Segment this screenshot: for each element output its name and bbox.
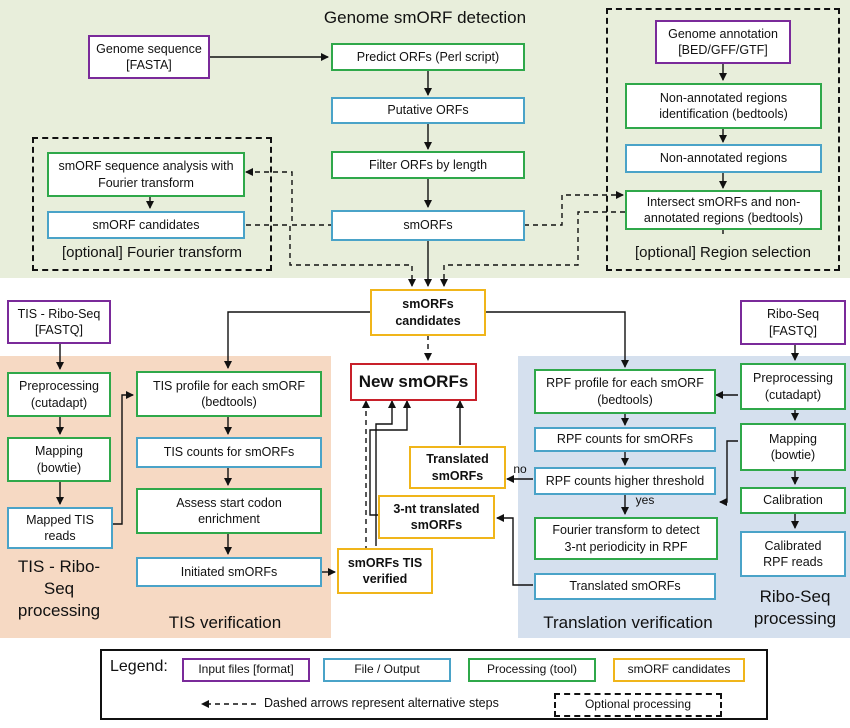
legend-optional-swatch: Optional processing bbox=[554, 693, 722, 717]
three-nt-translated-node: 3-nt translated smORFs bbox=[378, 495, 495, 539]
calibrated-rpf-reads-node: Calibrated RPF reads bbox=[740, 531, 846, 577]
smorf-candidates-node: smORF candidates bbox=[47, 211, 245, 239]
fourier-optional-box bbox=[32, 137, 272, 271]
tis-verification-title: TIS verification bbox=[168, 613, 282, 632]
fourier-optional-label: [optional] Fourier transform bbox=[61, 244, 243, 261]
tis-ribo-seq-input: TIS - Ribo-Seq [FASTQ] bbox=[7, 300, 111, 344]
ribo-processing-title: Ribo-Seq processing bbox=[753, 587, 837, 629]
preprocessing-right-node: Preprocessing (cutadapt) bbox=[740, 363, 846, 410]
translated-smorfs-node: Translated smORFs bbox=[534, 573, 716, 600]
filter-orfs-node: Filter ORFs by length bbox=[331, 151, 525, 179]
legend-dashed-arrow-icon bbox=[201, 700, 256, 708]
yes-label: yes bbox=[635, 493, 655, 507]
fourier-detect-node: Fourier transform to detect 3-nt periodi… bbox=[534, 517, 718, 560]
intersect-node: Intersect smORFs and non- annotated regi… bbox=[625, 190, 822, 230]
tis-counts-node: TIS counts for smORFs bbox=[136, 437, 322, 468]
ribo-seq-input: Ribo-Seq [FASTQ] bbox=[740, 300, 846, 345]
region-selection-optional-box bbox=[606, 8, 840, 271]
tis-processing-title: TIS - Ribo- Seq processing bbox=[17, 557, 101, 621]
legend-output-swatch: File / Output bbox=[323, 658, 451, 682]
rpf-profile-node: RPF profile for each smORF (bedtools) bbox=[534, 369, 716, 414]
genome-detection-title: Genome smORF detection bbox=[323, 8, 527, 27]
legend-processing-swatch: Processing (tool) bbox=[468, 658, 596, 682]
calibration-node: Calibration bbox=[740, 487, 846, 514]
genome-sequence-input: Genome sequence [FASTA] bbox=[88, 35, 210, 79]
new-smorfs-node: New smORFs bbox=[350, 363, 477, 401]
translation-verification-title: Translation verification bbox=[543, 613, 713, 632]
smorfs-node: smORFs bbox=[331, 210, 525, 241]
genome-annotation-input: Genome annotation [BED/GFF/GTF] bbox=[655, 20, 791, 64]
initiated-smorfs-node: Initiated smORFs bbox=[136, 557, 322, 587]
mapped-tis-reads-node: Mapped TIS reads bbox=[7, 507, 113, 549]
rpf-threshold-node: RPF counts higher threshold bbox=[534, 467, 716, 495]
region-selection-label: [optional] Region selection bbox=[635, 244, 811, 261]
legend-candidates-swatch: smORF candidates bbox=[613, 658, 745, 682]
mapping-right-node: Mapping (bowtie) bbox=[740, 423, 846, 471]
translated-smorfs-candidate-node: Translated smORFs bbox=[409, 446, 506, 489]
tis-profile-node: TIS profile for each smORF (bedtools) bbox=[136, 371, 322, 417]
smorfs-tis-verified-node: smORFs TIS verified bbox=[337, 548, 433, 594]
putative-orfs-node: Putative ORFs bbox=[331, 97, 525, 124]
rpf-counts-node: RPF counts for smORFs bbox=[534, 427, 716, 452]
non-annotated-regions-node: Non-annotated regions bbox=[625, 144, 822, 173]
mapping-left-node: Mapping (bowtie) bbox=[7, 437, 111, 482]
predict-orfs-node: Predict ORFs (Perl script) bbox=[331, 43, 525, 71]
no-label: no bbox=[513, 462, 527, 476]
legend-title: Legend: bbox=[110, 658, 168, 675]
smorfs-candidates-node: smORFs candidates bbox=[370, 289, 486, 336]
preprocessing-left-node: Preprocessing (cutadapt) bbox=[7, 372, 111, 417]
non-annotated-identification-node: Non-annotated regions identification (be… bbox=[625, 83, 822, 129]
fourier-analysis-node: smORF sequence analysis with Fourier tra… bbox=[47, 152, 245, 197]
legend: Legend: Input files [format] File / Outp… bbox=[100, 649, 768, 720]
assess-start-codon-node: Assess start codon enrichment bbox=[136, 488, 322, 534]
legend-input-swatch: Input files [format] bbox=[182, 658, 310, 682]
legend-dashed-text: Dashed arrows represent alternative step… bbox=[264, 696, 499, 710]
